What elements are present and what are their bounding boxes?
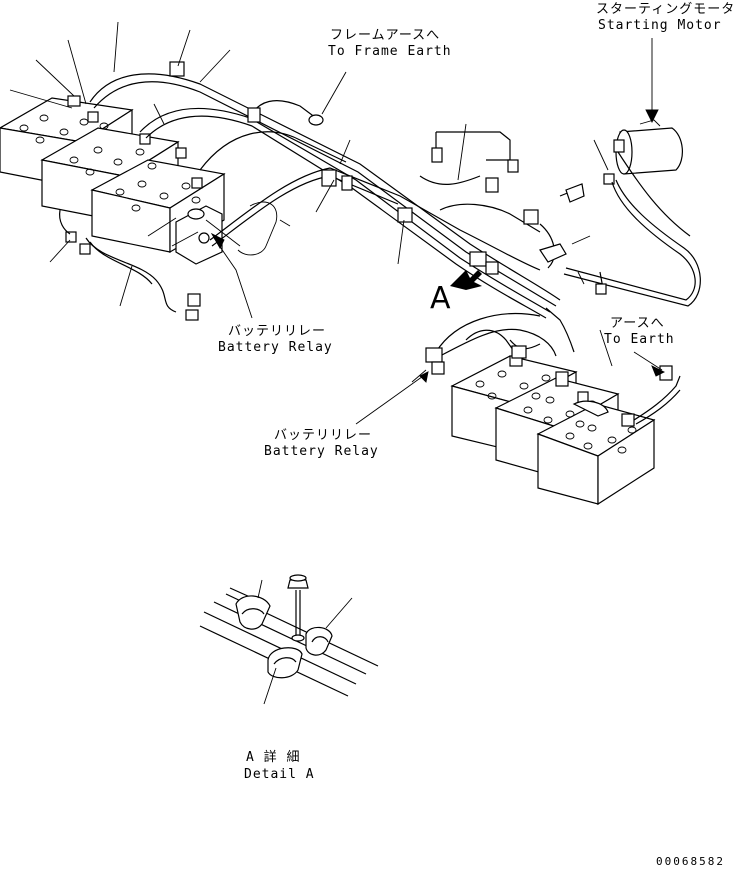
detail-a-title-jp: A 詳 細: [246, 750, 301, 765]
view-arrow-a: [450, 270, 482, 290]
frame-earth-label-jp: フレームアースへ: [330, 28, 441, 43]
main-harness-bundle: [89, 61, 561, 319]
frame-earth-label-en: To Frame Earth: [328, 44, 452, 59]
battery-relay-1-label-en: Battery Relay: [218, 340, 333, 355]
right-battery-relay: [411, 307, 681, 425]
starting-motor-label-jp: スターティングモータ: [596, 2, 735, 17]
to-earth-label-jp: アースへ: [610, 316, 665, 331]
right-battery-bank: [450, 355, 656, 506]
detail-a-drawing: [199, 574, 379, 705]
left-lower-harness: [59, 209, 201, 321]
starting-motor: [563, 119, 701, 307]
view-a-letter: A: [430, 281, 451, 316]
left-battery-relay: [175, 201, 291, 265]
battery-relay-2-label-en: Battery Relay: [264, 444, 379, 459]
document-number: 00068582: [656, 855, 725, 868]
detail-a-title-en: Detail A: [244, 767, 315, 782]
starting-motor-label-en: Starting Motor: [598, 18, 722, 33]
harness-brackets: [419, 131, 585, 269]
battery-relay-2-label-jp: バッテリリレー: [274, 428, 373, 443]
to-earth-label-en: To Earth: [604, 332, 675, 347]
left-battery-bank: [0, 95, 226, 254]
leader-lines: [9, 21, 666, 425]
battery-relay-1-label-jp: バッテリリレー: [228, 324, 327, 339]
